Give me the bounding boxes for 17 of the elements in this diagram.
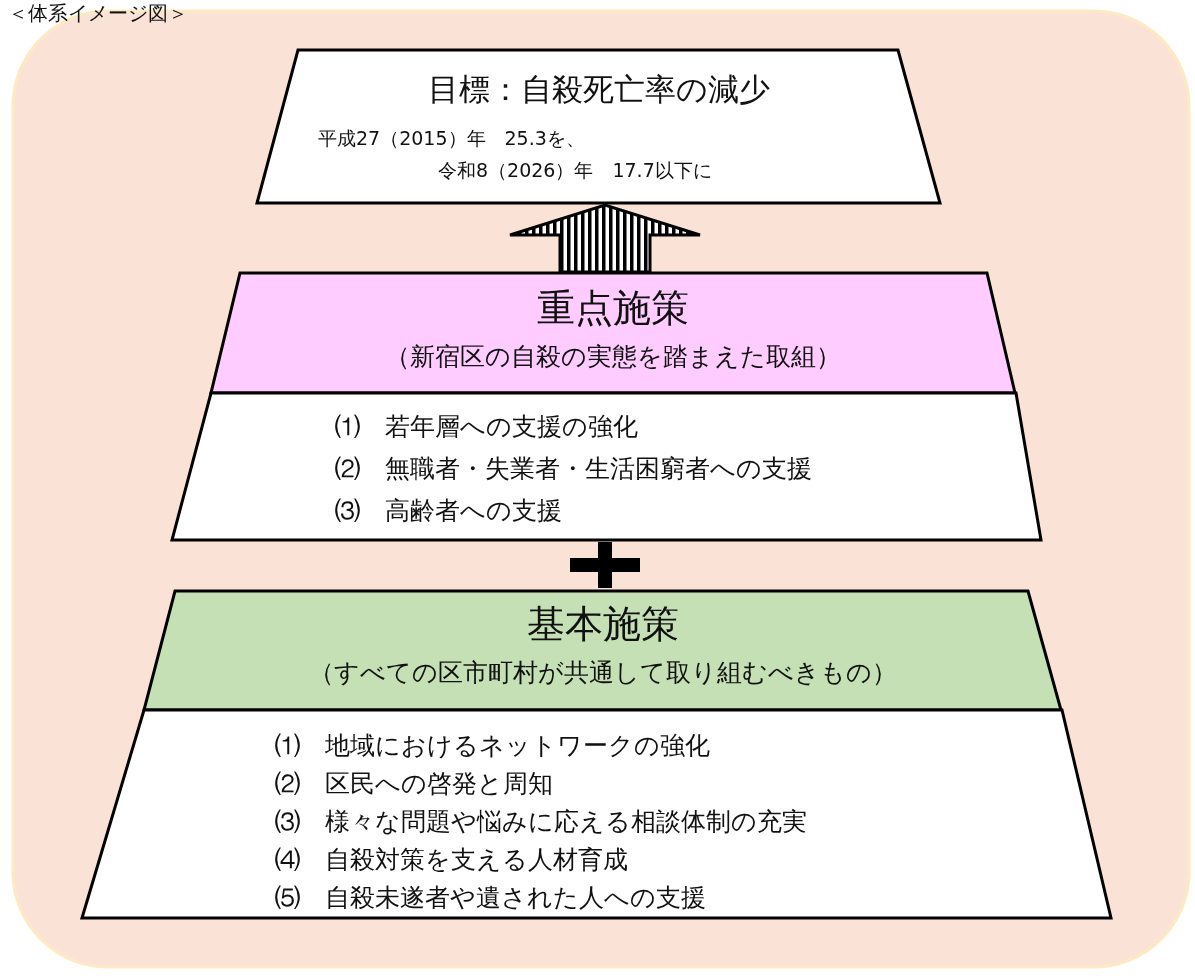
block-arrow xyxy=(508,203,702,274)
goal-title: 目標：自殺死亡率の減少 xyxy=(428,72,770,108)
list-item: ⑴ 若年層への支援の強化 xyxy=(335,413,638,442)
diagram-heading: ＜体系イメージ図＞ xyxy=(8,0,188,27)
list-item: ⑶ 高齢者への支援 xyxy=(335,497,562,526)
list-item: ⑸ 自殺未遂者や遺された人への支援 xyxy=(275,884,706,913)
goal-text: 平成27（2015）年 25.3を、 xyxy=(318,128,585,150)
band-subtitle: （新宿区の自殺の実態を踏まえた取組） xyxy=(385,343,841,372)
band-title: 基本施策 xyxy=(527,603,679,647)
goal-text: 令和8（2026）年 17.7以下に xyxy=(438,160,712,182)
list-item: ⑴ 地域におけるネットワークの強化 xyxy=(275,732,710,761)
list-item: ⑵ 区民への啓発と周知 xyxy=(275,770,553,799)
list-item: ⑵ 無職者・失業者・生活困窮者への支援 xyxy=(335,455,812,484)
list-item: ⑷ 自殺対策を支える人材育成 xyxy=(275,846,628,875)
list-item: ⑶ 様々な問題や悩みに応える相談体制の充実 xyxy=(275,808,807,837)
band-title: 重点施策 xyxy=(537,287,689,331)
band-subtitle: （すべての区市町村が共通して取り組むべきもの） xyxy=(309,659,897,688)
